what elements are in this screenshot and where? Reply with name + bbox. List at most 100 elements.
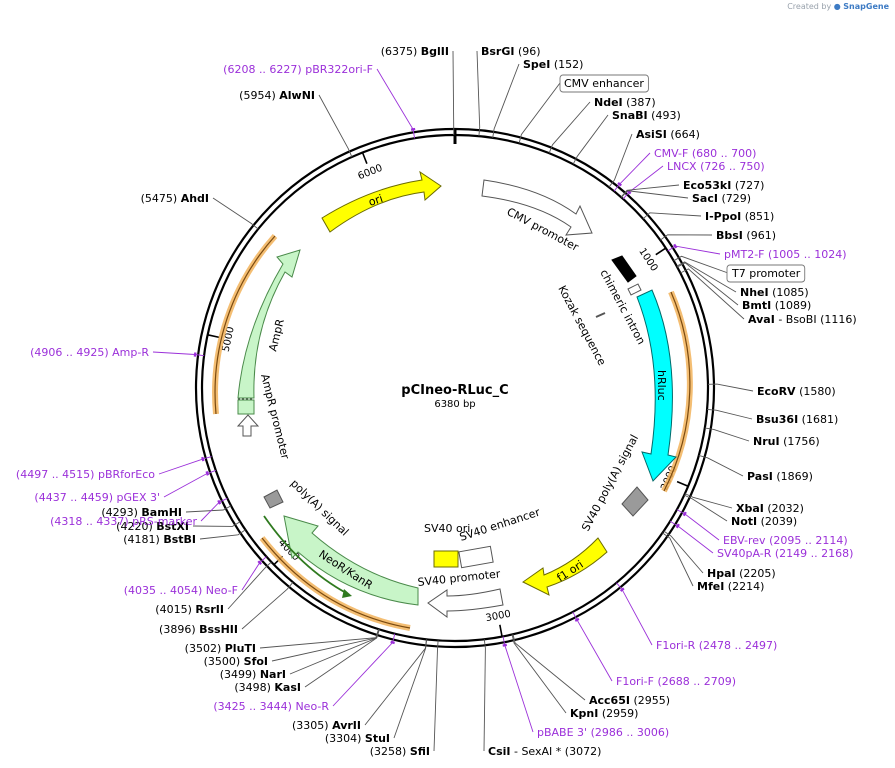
site-label-bstxi[interactable]: (4220) BstXI: [116, 520, 189, 533]
site-label-pgex-3[interactable]: (4437 .. 4459) pGEX 3': [34, 491, 160, 504]
site-label-pbrforeco[interactable]: (4497 .. 4515) pBRforEco: [16, 468, 155, 481]
site-label-f1ori-f[interactable]: F1ori-F (2688 .. 2709): [616, 675, 736, 688]
site-label-neo-r[interactable]: (3425 .. 3444) Neo-R: [213, 700, 329, 713]
site-label-bsrgi[interactable]: BsrGI (96): [481, 45, 541, 58]
plasmid-length: 6380 bp: [434, 399, 475, 410]
site-label-ndei[interactable]: NdeI (387): [594, 96, 656, 109]
site-label-ebv-rev[interactable]: EBV-rev (2095 .. 2114): [723, 534, 848, 547]
site-label-spei[interactable]: SpeI (152): [523, 58, 583, 71]
site-label-t7-promoter[interactable]: T7 promoter: [731, 267, 801, 280]
site-label-part: (4220): [116, 520, 153, 533]
site-label-part: (961): [746, 229, 776, 242]
site-label-kasi[interactable]: (3498) KasI: [234, 681, 301, 694]
feature-neor-kanr[interactable]: [283, 515, 419, 606]
feature-sv40-ori[interactable]: [433, 550, 459, 568]
feature-label-hrluc: hRluc: [655, 370, 668, 401]
orf-ampr-core: [214, 235, 276, 415]
site-label-part: (1869): [776, 470, 813, 483]
site-label-ahdi[interactable]: (5475) AhdI: [141, 192, 209, 205]
site-label-ecorv[interactable]: EcoRV (1580): [757, 385, 836, 398]
site-label-pluti[interactable]: (3502) PluTI: [185, 642, 256, 655]
feature-chimeric-intron[interactable]: [611, 255, 637, 283]
site-labels: (6375) BglII BsrGI (96)SpeI (152) CMV enha…: [16, 45, 857, 758]
site-label-part: EcoRV: [757, 385, 796, 398]
site-label-part: AvrII: [332, 719, 361, 732]
site-label-prs-marker[interactable]: (4318 .. 4337) pRS-marker: [50, 515, 197, 528]
site-label-part: SacI: [692, 192, 718, 205]
feature-ori[interactable]: [321, 170, 442, 233]
tick-1000: [655, 247, 667, 256]
site-label-cmv-enhancer[interactable]: CMV enhancer: [564, 77, 644, 90]
site-label-stui[interactable]: (3304) StuI: [325, 732, 390, 745]
site-label-rsrii[interactable]: (4015) RsrII: [155, 603, 224, 616]
site-label-bmti[interactable]: BmtI (1089): [742, 299, 811, 312]
site-label-pbr322ori-f[interactable]: (6208 .. 6227) pBR322ori-F: [223, 63, 373, 76]
site-label-part: CsiI: [488, 745, 510, 758]
feature-kozak[interactable]: [595, 312, 606, 318]
site-label-nhei[interactable]: NheI (1085): [740, 286, 809, 299]
site-label-mfei[interactable]: MfeI (2214): [697, 580, 764, 593]
site-label-bamhi[interactable]: (4293) BamHI: [101, 506, 182, 519]
site-label-part: BstXI: [156, 520, 189, 533]
site-label-pasi[interactable]: PasI (1869): [747, 470, 813, 483]
site-label-alwni[interactable]: (5954) AlwNI: [239, 89, 315, 102]
site-label-cmv-f[interactable]: CMV-F (680 .. 700): [654, 147, 756, 160]
connector-pgex-3: [163, 469, 216, 498]
feature-cmv-promoter[interactable]: [481, 179, 593, 236]
site-label-acc65i[interactable]: Acc65I (2955): [589, 694, 670, 707]
feature-ampr[interactable]: [237, 249, 301, 399]
site-label-nrui[interactable]: NruI (1756): [753, 435, 820, 448]
connector-bglii: [452, 50, 455, 136]
label-box-cmv-enhancer: [559, 74, 649, 93]
feature-f1-ori[interactable]: [522, 537, 608, 596]
site-label-neo-f[interactable]: (4035 .. 4054) Neo-F: [124, 584, 238, 597]
site-label-part: (729): [721, 192, 751, 205]
site-label-saci[interactable]: SacI (729): [692, 192, 751, 205]
site-label-part: NruI: [753, 435, 780, 448]
site-label-i-ppoi[interactable]: I-PpoI (851): [705, 210, 774, 223]
site-label-bbsi[interactable]: BbsI (961): [716, 229, 776, 242]
site-label-part: (680 .. 700): [692, 147, 757, 160]
connector-ahdi: [212, 197, 259, 230]
site-label-csii[interactable]: CsiI - SexAI * (3072): [488, 745, 601, 758]
site-label-part: (2039): [761, 515, 798, 528]
site-label-part: (1089): [775, 299, 812, 312]
site-label-eco53ki[interactable]: Eco53kI (727): [683, 179, 764, 192]
connector-noti: [684, 494, 728, 522]
site-label-sv40pa-r[interactable]: SV40pA-R (2149 .. 2168): [717, 547, 853, 560]
site-label-part: BbsI: [716, 229, 743, 242]
plasmid-name: pCIneo-RLuc_C: [401, 383, 508, 398]
connector-i-ppoi: [642, 212, 702, 220]
connector-pbabe-3: [502, 636, 534, 733]
site-label-bsu36i[interactable]: Bsu36I (1681): [756, 413, 838, 426]
site-label-bstbi[interactable]: (4181) BstBI: [123, 533, 196, 546]
site-label-pmt2-f[interactable]: pMT2-F (1005 .. 1024): [724, 248, 847, 261]
site-label-xbai[interactable]: XbaI (2032): [736, 502, 804, 515]
site-label-amp-r[interactable]: (4906 .. 4925) Amp-R: [30, 346, 149, 359]
feature-polya-left[interactable]: [263, 489, 284, 509]
feature-hrluc[interactable]: [636, 289, 677, 482]
site-label-sfii[interactable]: (3258) SfiI: [370, 745, 430, 758]
feature-sv40-enhancer[interactable]: [458, 545, 494, 569]
feature-sv40-promoter[interactable]: [427, 588, 504, 618]
site-label-snabi[interactable]: SnaBI (493): [612, 109, 681, 122]
site-label-hpai[interactable]: HpaI (2205): [707, 567, 776, 580]
site-label-avrii[interactable]: (3305) AvrII: [292, 719, 361, 732]
site-label-kpni[interactable]: KpnI (2959): [570, 707, 638, 720]
site-label-asisi[interactable]: AsiSI (664): [636, 128, 700, 141]
site-label-part: (2959): [602, 707, 639, 720]
site-label-part: (3425 .. 3444): [213, 700, 292, 713]
site-label-noti[interactable]: NotI (2039): [731, 515, 797, 528]
site-label-bglii[interactable]: (6375) BglII: [381, 45, 449, 58]
site-label-sfoi[interactable]: (3500) SfoI: [204, 655, 268, 668]
site-label-nari[interactable]: (3499) NarI: [220, 668, 286, 681]
site-label-lncx[interactable]: LNCX (726 .. 750): [667, 160, 765, 173]
site-label-bsshii[interactable]: (3896) BssHII: [159, 623, 238, 636]
site-label-pbabe-3[interactable]: pBABE 3' (2986 .. 3006): [537, 726, 669, 739]
credit-prefix: Created by: [787, 2, 832, 11]
feature-ampr-promoter[interactable]: [236, 414, 260, 437]
site-label-avai[interactable]: AvaI - BsoBI (1116): [748, 313, 857, 326]
feature-sv40-polya-right[interactable]: [621, 486, 649, 517]
site-label-f1ori-r[interactable]: F1ori-R (2478 .. 2497): [656, 639, 777, 652]
site-label-part: NotI: [731, 515, 757, 528]
